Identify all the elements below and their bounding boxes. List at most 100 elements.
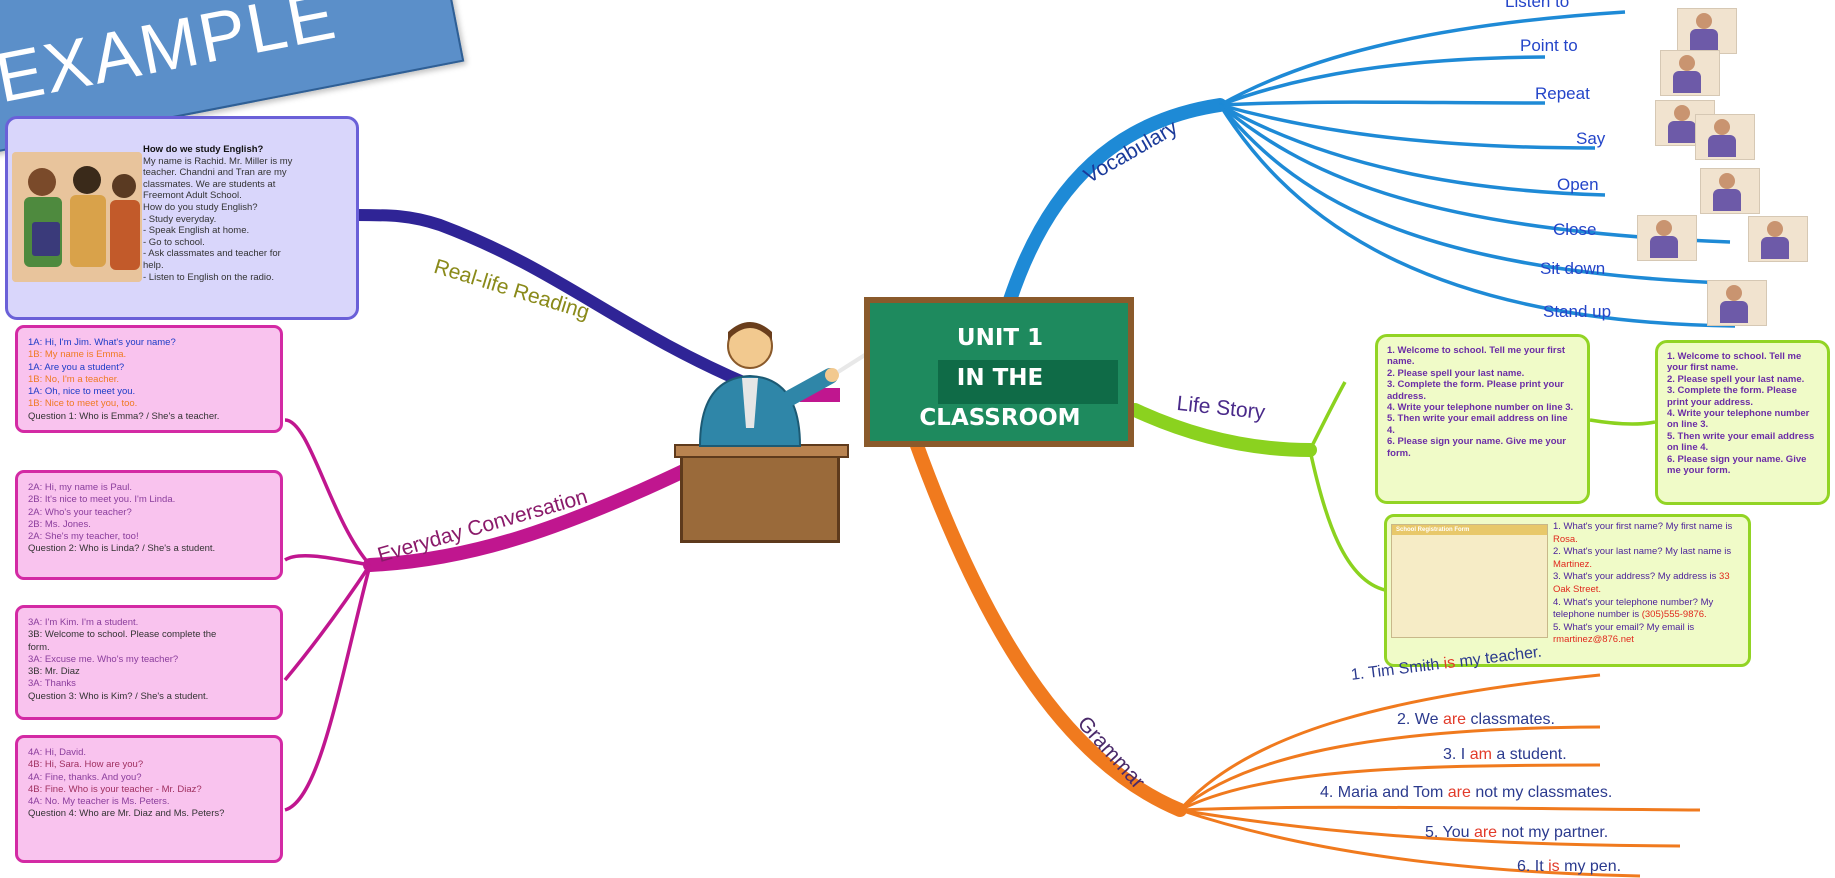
conversation-line: 4B: Hi, Sara. How are you? (28, 759, 144, 771)
reading-line: help. (143, 259, 164, 271)
instruction-line: 5. Then write your email address on line… (1667, 430, 1815, 454)
registration-form-image: School Registration Form (1391, 524, 1548, 638)
vocab-item: Listen to (1505, 0, 1570, 11)
sit-down-photo (1748, 216, 1808, 262)
instruction-line: 2. Please spell your last name. (1667, 373, 1805, 385)
teacher-icon (698, 322, 870, 447)
conversation-line: 4A: Fine, thanks. And you? (28, 771, 142, 783)
reading-line: My name is Rachid. Mr. Miller is my (143, 155, 293, 167)
vocab-item: Say (1576, 129, 1606, 148)
instruction-line: 5. Then write your email address on line… (1387, 413, 1568, 436)
grammar-sentence: 3. I am a student. (1443, 746, 1567, 763)
conversation-question: Question 1: Who is Emma? / She's a teach… (28, 410, 220, 422)
listen-photo (1677, 8, 1737, 54)
conversation-line: 4A: No. My teacher is Ms. Peters. (28, 796, 170, 808)
vocab-item: Repeat (1535, 84, 1590, 103)
reading-line: - Listen to English on the radio. (143, 271, 274, 283)
instruction-line: 4. Write your telephone number on line 3… (1667, 408, 1810, 431)
conversation-line: form. (28, 641, 50, 653)
conversation-line: 3A: Thanks (28, 678, 76, 690)
conversation-line: 2B: It's nice to meet you. I'm Linda. (28, 494, 176, 506)
repeat-photo (1655, 100, 1715, 146)
conversation-line: 2A: She's my teacher, too! (28, 531, 139, 543)
vocab-item: Close (1553, 220, 1597, 239)
open-photo (1700, 168, 1760, 214)
conversation-line: 3A: Excuse me. Who's my teacher? (28, 653, 179, 665)
instruction-line: 2. Please spell your last name. (1387, 367, 1525, 379)
qa-line: 4. What's your telephone number? My tele… (1553, 596, 1714, 621)
reading-title: How do we study English? (143, 144, 264, 155)
conversation-card-2: 2A: Hi, my name is Paul. 2B: It's nice t… (15, 470, 283, 580)
students-illustration (12, 152, 142, 282)
instruction-line: 1. Welcome to school. Tell me your first… (1387, 345, 1566, 368)
reading-branch (349, 209, 756, 391)
conversation-line: 2B: Ms. Jones. (28, 518, 91, 530)
conversation-line: 1A: Oh, nice to meet you. (28, 386, 136, 398)
reading-line: teacher. Chandni and Tran are my (143, 167, 287, 179)
conversation-line: 1A: Hi, I'm Jim. What's your name? (28, 337, 176, 348)
unit-title-line3: CLASSROOM (919, 405, 1081, 431)
vocab-item: Open (1557, 175, 1599, 194)
vocab-item: Point to (1520, 36, 1578, 55)
vocabulary-subbranches (1218, 10, 1736, 328)
vocab-item: Sit down (1540, 259, 1606, 278)
registration-qa: 1. What's your first name? My first name… (1553, 521, 1733, 647)
instruction-line: 3. Complete the form. Please print your … (1667, 385, 1797, 408)
teacher-desk (680, 447, 840, 543)
conversation-subbranches (283, 418, 372, 812)
vocab-item: Stand up (1543, 302, 1612, 321)
reading-line: How do you study English? (143, 201, 258, 213)
students-icon (12, 152, 142, 282)
life-story-branch (1128, 403, 1317, 457)
instruction-line: 4. Write your telephone number on line 3… (1387, 402, 1574, 414)
conversation-question: Question 4: Who are Mr. Diaz and Ms. Pet… (28, 808, 225, 820)
conversation-line: 3B: Welcome to school. Please complete t… (28, 629, 217, 641)
conversation-line: 1B: Nice to meet you, too. (28, 398, 138, 410)
grammar-subbranches (1178, 673, 1701, 878)
unit-title: UNIT 1 IN THE CLASSROOM (900, 318, 1100, 438)
chalkboard-highlight (938, 360, 1118, 404)
conversation-line: 1B: No, I'm a teacher. (28, 373, 120, 385)
reading-line: - Go to school. (143, 236, 205, 248)
conversation-line: 2A: Who's your teacher? (28, 506, 132, 518)
life-story-card-2: 1. Welcome to school. Tell me your first… (1655, 340, 1830, 505)
conversation-question: Question 3: Who is Kim? / She's a studen… (28, 690, 209, 702)
qa-line: 2. What's your last name? My last name i… (1553, 546, 1732, 570)
form-title: School Registration Form (1392, 525, 1547, 535)
qa-line: 3. What's your address? My address is 33… (1553, 571, 1730, 595)
reading-line: Freemont Adult School. (143, 190, 242, 202)
close-photo (1637, 215, 1697, 261)
vocabulary-branch (1003, 98, 1227, 307)
grammar-sentence: 5. You are not my partner. (1425, 824, 1609, 841)
conversation-branch (363, 461, 697, 572)
conversation-card-4: 4A: Hi, David. 4B: Hi, Sara. How are you… (15, 735, 283, 863)
qa-line: 1. What's your first name? My first name… (1553, 521, 1733, 545)
conversation-line: 4B: Fine. Who is your teacher - Mr. Diaz… (28, 783, 202, 795)
conversation-line: 1A: Are you a student? (28, 361, 125, 373)
instruction-line: 6. Please sign your name. Give me your f… (1667, 453, 1807, 477)
conversation-line: 1B: My name is Emma. (28, 349, 127, 361)
reading-line: classmates. We are students at (143, 178, 276, 190)
grammar-sentence: 4. Maria and Tom are not my classmates. (1320, 784, 1613, 801)
qa-line: 5. What's your email? My email is rmarti… (1553, 621, 1695, 646)
conversation-line: 2A: Hi, my name is Paul. (28, 482, 133, 493)
say-photo (1695, 114, 1755, 160)
grammar-sentence: 2. We are classmates. (1397, 711, 1555, 728)
conversation-card-3: 3A: I'm Kim. I'm a student. 3B: Welcome … (15, 605, 283, 720)
reading-line: - Study everyday. (143, 213, 217, 225)
life-story-card-1: 1. Welcome to school. Tell me your first… (1375, 334, 1590, 504)
reading-text: How do we study English? My name is Rach… (143, 144, 348, 283)
unit-title-line1: UNIT 1 (956, 325, 1044, 351)
point-photo (1660, 50, 1720, 96)
reading-line: - Speak English at home. (143, 225, 250, 237)
conversation-line: 3A: I'm Kim. I'm a student. (28, 617, 139, 628)
unit-title-line2: IN THE (956, 365, 1044, 391)
reading-line: - Ask classmates and teacher for (143, 248, 281, 260)
grammar-sentence: 6. It is my pen. (1517, 858, 1622, 875)
instruction-line: 3. Complete the form. Please print your … (1387, 379, 1564, 402)
conversation-question: Question 2: Who is Linda? / She's a stud… (28, 543, 216, 555)
conversation-line: 3B: Mr. Diaz (28, 666, 80, 678)
conversation-line: 4A: Hi, David. (28, 747, 87, 758)
instruction-line: 6. Please sign your name. Give me your f… (1387, 436, 1566, 459)
